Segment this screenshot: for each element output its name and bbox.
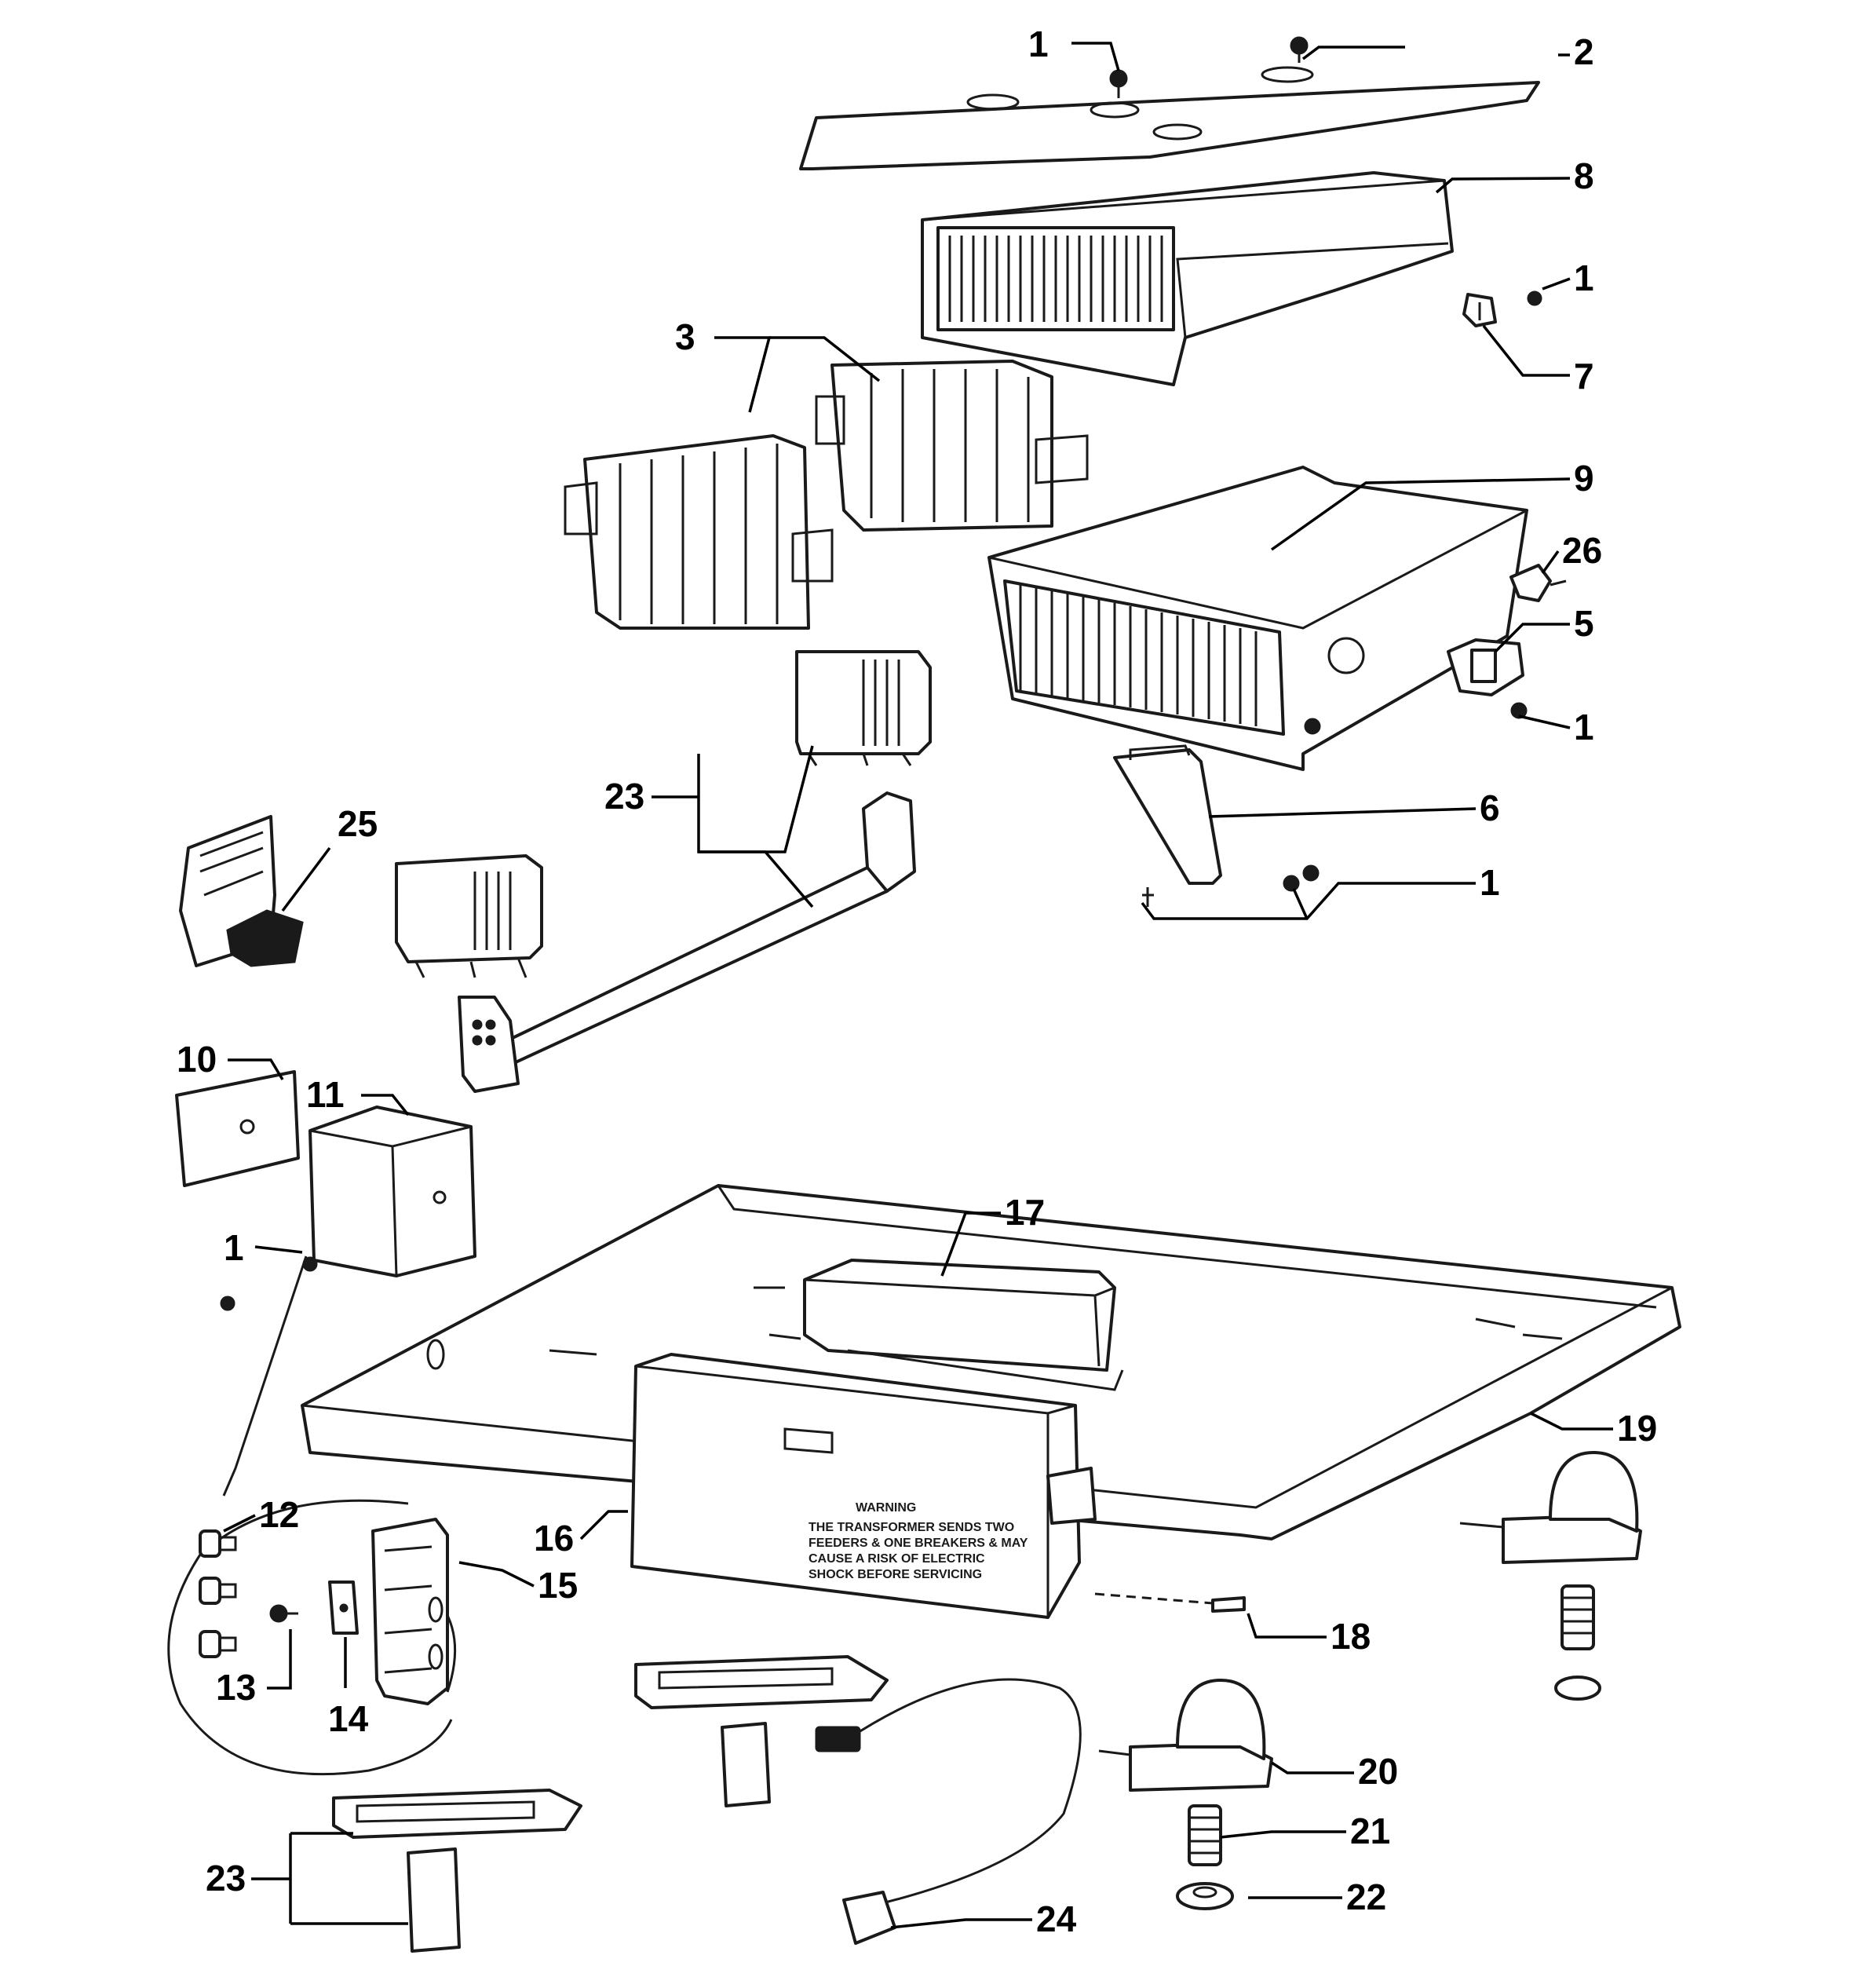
callout-26: 26: [1562, 530, 1602, 571]
nut-part-22: [1176, 1882, 1234, 1910]
heater-element-part: [815, 360, 1089, 532]
warning-line: SHOCK BEFORE SERVICING: [809, 1568, 982, 1581]
callout-10: 10: [177, 1039, 217, 1080]
manual-bag-part-25: [179, 815, 304, 967]
callout-20: 20: [1358, 1751, 1398, 1792]
sensor-bracket-part-20: [1098, 1679, 1273, 1792]
callout-7: 7: [1574, 356, 1594, 397]
callout-23: 23: [206, 1858, 246, 1898]
heater-element-part: [564, 434, 834, 630]
warning-line: CAUSE A RISK OF ELECTRIC: [809, 1552, 985, 1566]
callout-19: 19: [1617, 1408, 1657, 1449]
callout-1: 1: [1574, 707, 1594, 747]
callout-8: 8: [1574, 155, 1594, 196]
wire-harness-part-24: [815, 1678, 1082, 1945]
switch-part-7: [1462, 293, 1497, 327]
callout-6: 6: [1480, 788, 1500, 828]
callout-5: 5: [1574, 603, 1594, 644]
bracket-part-6: [1113, 744, 1222, 885]
warning-line: THE TRANSFORMER SENDS TWO: [809, 1521, 1014, 1534]
terminal-block-part-15: [371, 1518, 449, 1705]
power-cord-part: [458, 791, 916, 1093]
warning-heading: WARNING: [856, 1501, 916, 1515]
callout-11: 11: [306, 1074, 345, 1115]
control-box-part-23: [795, 650, 932, 766]
thermostat-part-26: [1509, 564, 1567, 602]
callout-17: 17: [1005, 1192, 1045, 1233]
warning-label: WARNING THE TRANSFORMER SENDS TWO FEEDER…: [809, 1501, 1028, 1581]
screw-icon: [1304, 718, 1321, 735]
callout-2: 2: [1574, 31, 1594, 72]
callout-labels: 1 2 8 1 7 3 9 26 5 1 6 1 23 25 10 11 1 1…: [177, 24, 1657, 1939]
callout-1: 1: [1028, 24, 1049, 64]
callout-21: 21: [1350, 1811, 1390, 1851]
callout-14: 14: [328, 1698, 369, 1739]
control-box-part: [395, 854, 543, 978]
clip-part-14: [328, 1581, 359, 1635]
callout-1: 1: [1480, 862, 1500, 903]
callout-9: 9: [1574, 458, 1594, 499]
callout-18: 18: [1331, 1616, 1371, 1657]
callout-12: 12: [259, 1494, 299, 1535]
limit-switch-part-5: [1447, 638, 1524, 696]
callout-25: 25: [338, 803, 378, 844]
callout-3: 3: [675, 316, 695, 357]
box-cover-part-11: [308, 1105, 476, 1277]
callout-15: 15: [538, 1565, 578, 1606]
upper-grille-housing-part: [921, 171, 1454, 386]
screw-icon: [1510, 702, 1528, 719]
lower-grille-housing-part: [987, 466, 1528, 771]
rocker-switch-part-23: [332, 1789, 582, 1953]
callout-22: 22: [1346, 1877, 1386, 1917]
screw-icon: [1142, 864, 1320, 907]
sensor-bracket-part-20: [1459, 1451, 1642, 1701]
callout-23: 23: [604, 776, 644, 817]
rocker-switch-part-23: [634, 1655, 889, 1807]
control-board-part-17: [803, 1259, 1124, 1391]
screw-icon: [1527, 291, 1542, 306]
callout-16: 16: [534, 1518, 574, 1559]
top-cover-part: [799, 66, 1540, 170]
bolt-part-12: [199, 1529, 237, 1658]
callout-13: 13: [216, 1667, 256, 1708]
callout-24: 24: [1036, 1898, 1077, 1939]
warning-line: FEEDERS & ONE BREAKERS & MAY: [809, 1537, 1028, 1550]
screw-icon: [220, 1295, 235, 1311]
threaded-stud-part-21: [1188, 1804, 1222, 1866]
screw-part-18: [1094, 1592, 1246, 1613]
leader-lines: [223, 42, 1613, 1929]
screw-part-13: [269, 1604, 298, 1623]
callout-1: 1: [1574, 258, 1594, 298]
cover-plate-part-10: [175, 1070, 300, 1187]
transformer-box-part-16: [630, 1353, 1097, 1619]
callout-1: 1: [224, 1227, 244, 1268]
